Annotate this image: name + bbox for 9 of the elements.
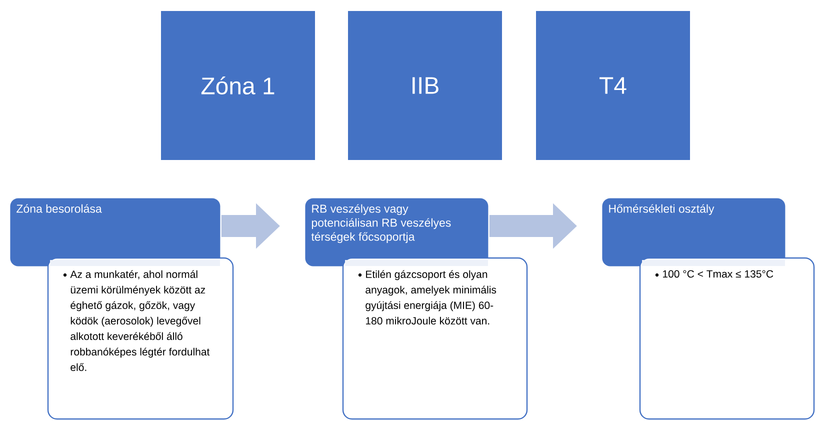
header-box: Hőmérsékleti osztály [602, 198, 786, 266]
text-box: 100 °C < Tmax ≤ 135°C [639, 257, 815, 420]
square-box: IIB [347, 10, 503, 161]
square-box: T4 [535, 10, 691, 161]
header-box: Zóna besorolása [10, 198, 220, 266]
square-box: Zóna 1 [160, 10, 316, 161]
text-box: Az a munkatér, ahol normál üzemi körülmények között az éghető gázok, gőzök, vagy ködök (aerosolok) levegővel alkotott keverékéből álló robbanóképes légtér fordulhat elő. [47, 257, 234, 420]
header-box: RB veszélyes vagy potenciálisan RB veszélyes térségek főcsoportja [305, 198, 488, 266]
text-box: Etilén gázcsoport és olyan anyagok, amelyek minimális gyújtási energiája (MIE) 60- 180 mikroJoule között van. [342, 257, 528, 420]
